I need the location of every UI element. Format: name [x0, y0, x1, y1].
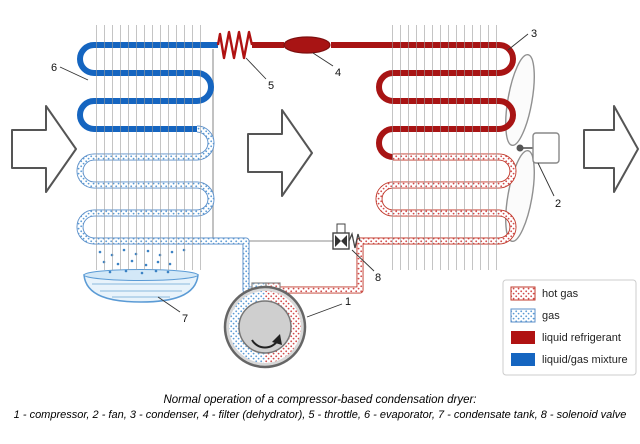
legend-swatch-liquid-gas-mixture	[511, 353, 535, 366]
callout-condenser: 3	[531, 28, 537, 40]
legend: hot gas gas liquid refrigerant liquid/ga…	[502, 279, 637, 376]
callout-filter: 4	[335, 67, 341, 79]
callout-evaporator: 6	[51, 62, 57, 74]
caption-title: Normal operation of a compressor-based c…	[163, 394, 477, 406]
callout-compressor: 1	[345, 296, 351, 308]
legend-item-liquid-gas-mixture: liquid/gas mixture	[511, 353, 628, 366]
fan-motor	[532, 132, 560, 164]
throttle	[216, 30, 254, 60]
airflow-arrow-outlet	[583, 105, 639, 193]
compressor	[223, 282, 307, 369]
caption: Normal operation of a compressor-based c…	[0, 394, 640, 421]
airflow-arrow-middle	[247, 109, 313, 197]
solenoid-valve	[332, 223, 361, 250]
legend-item-gas: gas	[510, 308, 560, 323]
legend-item-hot-gas: hot gas	[510, 286, 579, 301]
hot-gas-pipe	[278, 153, 517, 294]
legend-swatch-liquid-refrigerant	[511, 331, 535, 344]
callout-solenoid-valve: 8	[375, 272, 381, 284]
callouts: 6 5 4 3 2 1 8 7	[51, 28, 561, 325]
svg-text:gas: gas	[542, 310, 560, 322]
condensate-tank	[83, 269, 199, 303]
callout-throttle: 5	[268, 80, 274, 92]
legend-item-liquid-refrigerant: liquid refrigerant	[511, 331, 621, 344]
legend-swatch-hot-gas	[510, 286, 536, 301]
filter-dehydrator	[283, 36, 331, 54]
svg-text:hot gas: hot gas	[542, 288, 579, 300]
evaporator-fins	[90, 25, 202, 270]
svg-text:liquid/gas mixture: liquid/gas mixture	[542, 354, 628, 366]
airflow-arrow-inlet	[11, 105, 77, 193]
compressor-rotor	[238, 300, 292, 354]
callout-condensate-tank: 7	[182, 313, 188, 325]
svg-text:liquid refrigerant: liquid refrigerant	[542, 332, 621, 344]
callout-fan: 2	[555, 198, 561, 210]
legend-swatch-gas	[510, 308, 536, 323]
diagram-canvas: 6 5 4 3 2 1 8 7 hot gas gas liquid refri…	[11, 25, 639, 376]
caption-key: 1 - compressor, 2 - fan, 3 - condenser, …	[13, 409, 627, 421]
condenser-fins	[390, 25, 502, 270]
evaporator-liquid-gas-pipe	[77, 42, 218, 132]
fan-hub	[516, 144, 524, 152]
